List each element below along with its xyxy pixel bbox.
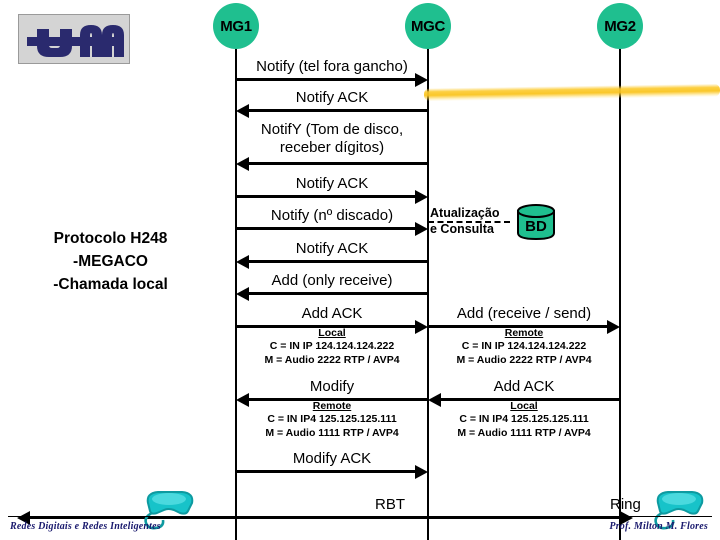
message-label-m11: Add ACK <box>493 378 555 395</box>
message-label-m4: Notify ACK <box>295 175 369 192</box>
message-arrow-m2 <box>248 109 428 112</box>
sdp-modify-remote: Remote C = IN IP4 125.125.125.111 M = Au… <box>236 400 428 440</box>
footer-author: Prof. Milton M. Flores <box>609 521 708 532</box>
sdp-add-remote-head: Remote <box>504 327 544 339</box>
arrowhead-m11 <box>428 392 441 407</box>
telephone-handset-icon <box>654 491 704 530</box>
caption-line-1: Protocolo H248 <box>53 230 168 247</box>
database-cylinder: BD <box>516 203 556 246</box>
actor-label-mg1: MG1 <box>220 17 252 35</box>
sdp-add-ack-local2-head: Local <box>510 400 538 412</box>
sdp-add-ack-local-m: M = Audio 2222 RTP / AVP4 <box>264 353 400 366</box>
message-label-m14: Ring <box>610 496 641 513</box>
message-label-m3-line1: NotifY (Tom de disco, <box>260 121 404 138</box>
arrowhead-m12 <box>415 464 428 479</box>
sdp-add-ack-local2: Local C = IN IP4 125.125.125.111 M = Aud… <box>428 400 620 440</box>
database-label-line1: Atualização <box>430 206 500 220</box>
actor-label-mgc: MGC <box>410 17 446 35</box>
sdp-add-remote: Remote C = IN IP 124.124.124.222 M = Aud… <box>428 327 620 367</box>
sdp-add-ack-local-head: Local <box>318 327 346 339</box>
database-label-line2: e Consulta <box>430 222 494 237</box>
message-label-m1: Notify (tel fora gancho) <box>256 58 408 75</box>
message-arrow-m10 <box>248 398 428 401</box>
sdp-modify-remote-c: C = IN IP4 125.125.125.111 <box>267 413 397 426</box>
highlighter-stroke <box>423 83 720 102</box>
caption-line-2: -MEGACO <box>73 252 148 270</box>
message-label-m7: Add (only receive) <box>271 272 393 289</box>
sdp-add-remote-m: M = Audio 2222 RTP / AVP4 <box>456 353 592 366</box>
arrowhead-m9 <box>607 319 620 334</box>
uff-logo-icon <box>27 25 124 57</box>
message-label-m8: Add ACK <box>301 305 363 322</box>
actor-node-mgc[interactable]: MGC <box>405 3 451 49</box>
message-arrow-m13 <box>28 516 620 519</box>
message-arrow-m7 <box>248 292 428 295</box>
sdp-modify-remote-head: Remote <box>312 400 352 412</box>
arrowhead-m10 <box>236 392 249 407</box>
message-arrow-m9 <box>428 325 608 328</box>
arrowhead-m2 <box>236 103 249 118</box>
footer-divider <box>8 516 712 517</box>
message-arrow-m12 <box>236 470 416 473</box>
actor-node-mg1[interactable]: MG1 <box>213 3 259 49</box>
lifeline-mgc <box>427 48 429 540</box>
message-arrow-m3 <box>248 162 428 165</box>
arrowhead-m8 <box>415 319 428 334</box>
sdp-add-ack-local2-m: M = Audio 1111 RTP / AVP4 <box>457 426 591 439</box>
message-arrow-m8 <box>236 325 416 328</box>
database-icon: BD <box>517 204 555 241</box>
message-label-m13: RBT <box>375 496 405 513</box>
message-label-m10: Modify <box>309 378 355 395</box>
message-arrow-m1 <box>236 78 416 81</box>
arrowhead-m13 <box>17 510 30 525</box>
arrowhead-m6 <box>236 254 249 269</box>
message-label-m5: Notify (nº discado) <box>270 207 394 224</box>
sdp-add-remote-c: C = IN IP 124.124.124.222 <box>461 340 587 353</box>
actor-label-mg2: MG2 <box>604 17 636 35</box>
page-title: Protocolo H248 -MEGACO -Chamada local <box>8 228 213 297</box>
message-arrow-m11 <box>440 398 620 401</box>
phone-icon-mg2 <box>648 487 710 536</box>
sdp-add-ack-local2-c: C = IN IP4 125.125.125.111 <box>459 413 589 426</box>
message-arrow-m6 <box>248 260 428 263</box>
lifeline-mg2 <box>619 48 621 540</box>
arrowhead-m14 <box>620 510 633 525</box>
arrowhead-m1 <box>415 72 428 87</box>
message-label-m12: Modify ACK <box>292 450 372 467</box>
caption-line-3: -Chamada local <box>53 275 168 293</box>
message-label-m3: NotifY (Tom de disco, receber dígitos) <box>228 121 436 156</box>
database-label: Atualização e Consulta <box>430 205 499 238</box>
footer-course-name: Redes Digitais e Redes Inteligentes <box>10 521 161 532</box>
sdp-add-ack-local: Local C = IN IP 124.124.124.222 M = Audi… <box>236 327 428 367</box>
message-label-m9: Add (receive / send) <box>456 305 592 322</box>
phone-icon-mg1 <box>138 487 200 536</box>
message-label-m2: Notify ACK <box>295 89 369 106</box>
arrowhead-m5 <box>415 221 428 236</box>
arrowhead-m4 <box>415 189 428 204</box>
sdp-add-ack-local-c: C = IN IP 124.124.124.222 <box>269 340 395 353</box>
telephone-handset-icon <box>144 491 194 530</box>
message-arrow-m4 <box>236 195 416 198</box>
arrowhead-m7 <box>236 286 249 301</box>
actor-node-mg2[interactable]: MG2 <box>597 3 643 49</box>
message-label-m3-line2: receber dígitos) <box>279 138 385 156</box>
arrowhead-m3 <box>236 156 249 171</box>
sdp-modify-remote-m: M = Audio 1111 RTP / AVP4 <box>265 426 399 439</box>
svg-text:BD: BD <box>525 218 547 235</box>
uff-logo <box>18 14 130 64</box>
database-connector <box>428 221 510 223</box>
message-arrow-m5 <box>236 227 416 230</box>
message-label-m6: Notify ACK <box>295 240 369 257</box>
